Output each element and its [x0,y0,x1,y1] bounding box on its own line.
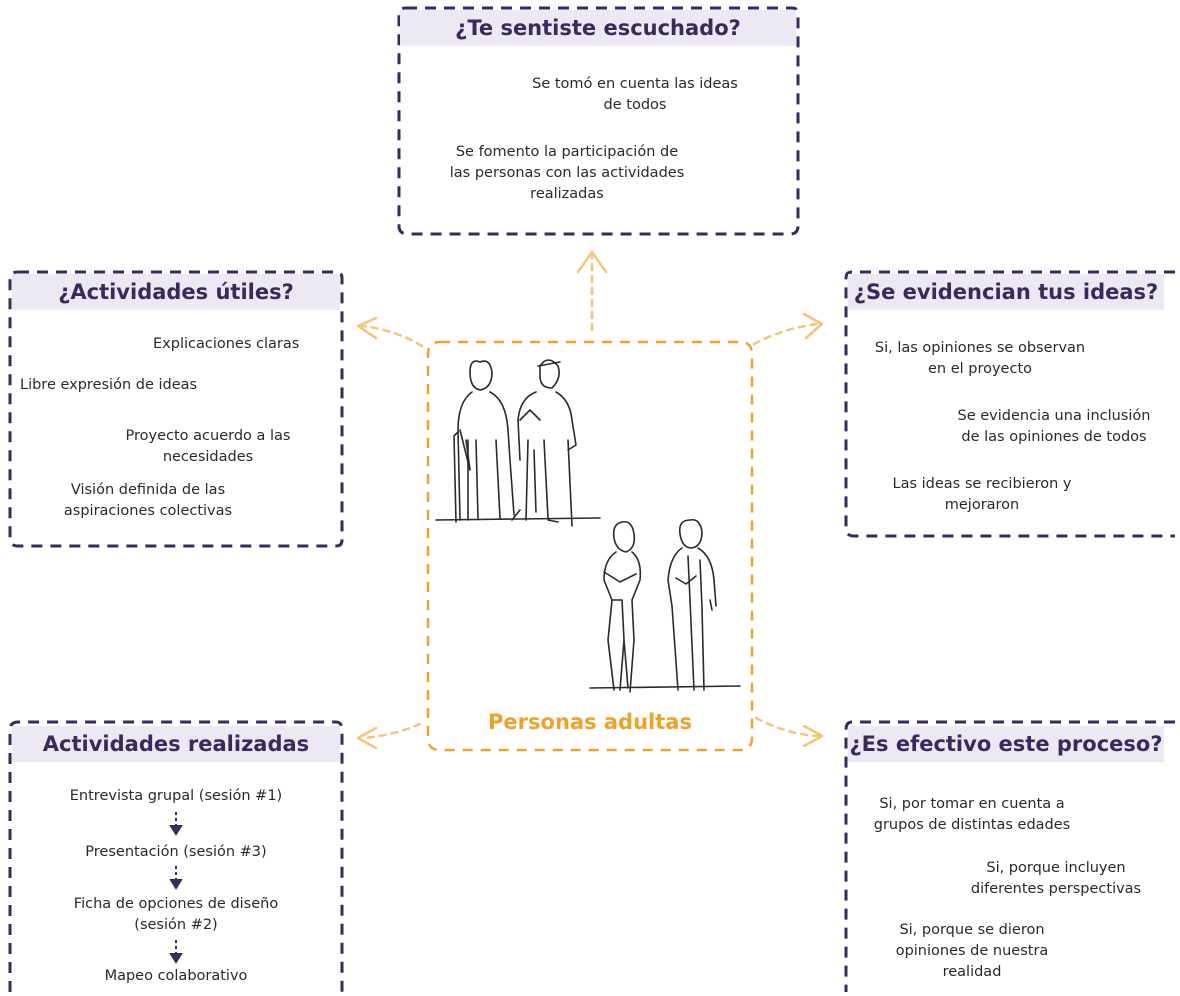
flow-arrows [169,812,183,964]
center-box-border [426,340,754,752]
effective-item-3: Si, porque se dieron opiniones de nuestr… [895,922,1049,980]
center-label: Personas adultas [488,710,692,734]
connector-arrows [356,250,824,750]
left-item-1: Explicaciones claras [153,336,300,352]
arrow-left-upper-head [356,316,378,340]
left-item-2: Libre expresión de ideas [20,377,198,393]
arrow-left-lower [360,722,422,740]
arrow-left-upper [360,324,424,348]
arrow-left-lower-head [356,726,378,750]
activity-step-3: Ficha de opciones de diseño (sesión #2) [73,896,279,933]
adult-couple-illustration [589,518,741,693]
left-box-title: ¿Actividades útiles? [12,274,340,310]
top-item-2: Se fomento la participación de las perso… [449,144,685,202]
bottom-right-box-title: ¿Es efectivo este proceso? [848,726,1164,762]
left-item-4: Visión definida de las aspiraciones cole… [63,482,233,519]
top-item-1: Se tomó en cuenta las ideas de todos [532,76,738,113]
effective-item-2: Si, porque incluyen diferentes perspecti… [970,860,1142,897]
activity-step-2: Presentación (sesión #3) [85,844,267,860]
right-item-2: Se evidencia una inclusión de las opinio… [957,408,1151,445]
top-box-title: ¿Te sentiste escuchado? [400,10,796,46]
activity-step-1: Entrevista grupal (sesión #1) [69,788,283,804]
right-item-1: Si, las opiniones se observan en el proy… [874,340,1086,377]
arrow-right-upper-head [802,312,824,340]
left-box-border [8,270,344,548]
arrow-right-lower-head [802,724,824,748]
right-box-title: ¿Se evidencian tus ideas? [848,274,1164,310]
elderly-couple-illustration [435,359,601,527]
right-item-3: Las ideas se recibieron y mejoraron [892,476,1072,513]
bottom-right-box-border [844,720,1175,992]
effective-item-1: Si, por tomar en cuenta a grupos de dist… [873,796,1071,833]
activity-step-4: Mapeo colaborativo [104,968,248,984]
arrow-right-lower [754,716,820,738]
left-item-3: Proyecto acuerdo a las necesidades [125,428,291,465]
arrow-right-upper [752,322,820,346]
right-box-border [844,270,1175,538]
bottom-left-box-title: Actividades realizadas [12,726,340,762]
arrow-up-head [576,250,608,274]
